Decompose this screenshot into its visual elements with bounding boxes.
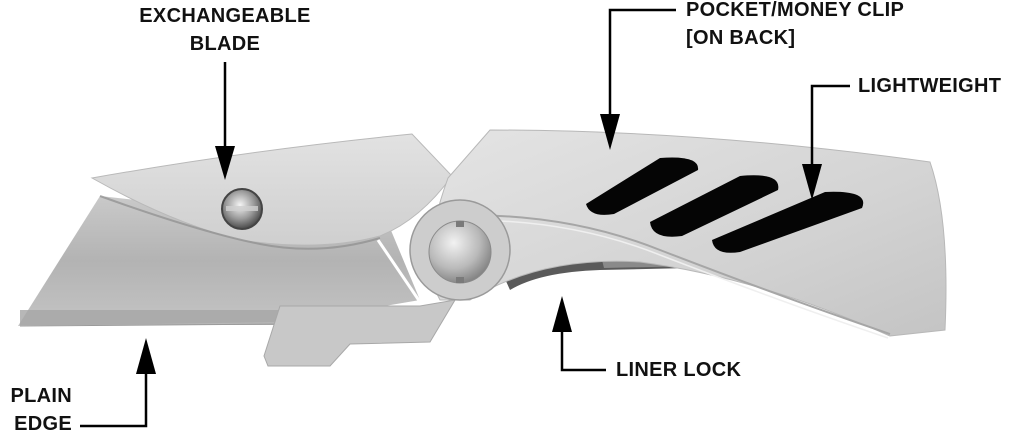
handle-cutout-2 [650,175,779,237]
callout-liner-lock-line1: LINER LOCK [616,359,742,381]
arrow-pocket-clip [600,8,676,150]
callout-pocket-money-clip-line1: POCKET/MONEY CLIP [686,0,905,21]
callout-liner-lock: LINER LOCK [616,356,741,384]
arrow-exchangeable-blade [215,62,235,180]
arrow-liner-lock [552,296,606,372]
callout-exchangeable-blade: EXCHANGEABLE BLADE [118,2,332,58]
callout-exchangeable-blade-line1: EXCHANGEABLE [139,5,311,27]
handle [430,129,947,337]
callout-plain-edge-line2: EDGE [14,413,72,435]
blade-tab [263,299,456,367]
callout-plain-edge-line1: PLAIN [10,385,72,407]
handle-cutout-3 [712,191,864,253]
arrow-lightweight [802,84,850,200]
callout-pocket-money-clip-line2: [ON BACK] [686,27,796,49]
callout-plain-edge: PLAIN EDGE [0,382,72,436]
handle-cutout-1 [586,157,699,215]
callout-lightweight-line1: LIGHTWEIGHT [858,75,1002,97]
callout-pocket-money-clip: POCKET/MONEY CLIP [ON BACK] [686,0,904,52]
blade-holder [90,133,453,246]
arrow-plain-edge [80,338,156,428]
callout-exchangeable-blade-line2: BLADE [189,33,261,55]
callout-lightweight: LIGHTWEIGHT [858,72,1001,100]
pivot-screw [428,220,492,284]
